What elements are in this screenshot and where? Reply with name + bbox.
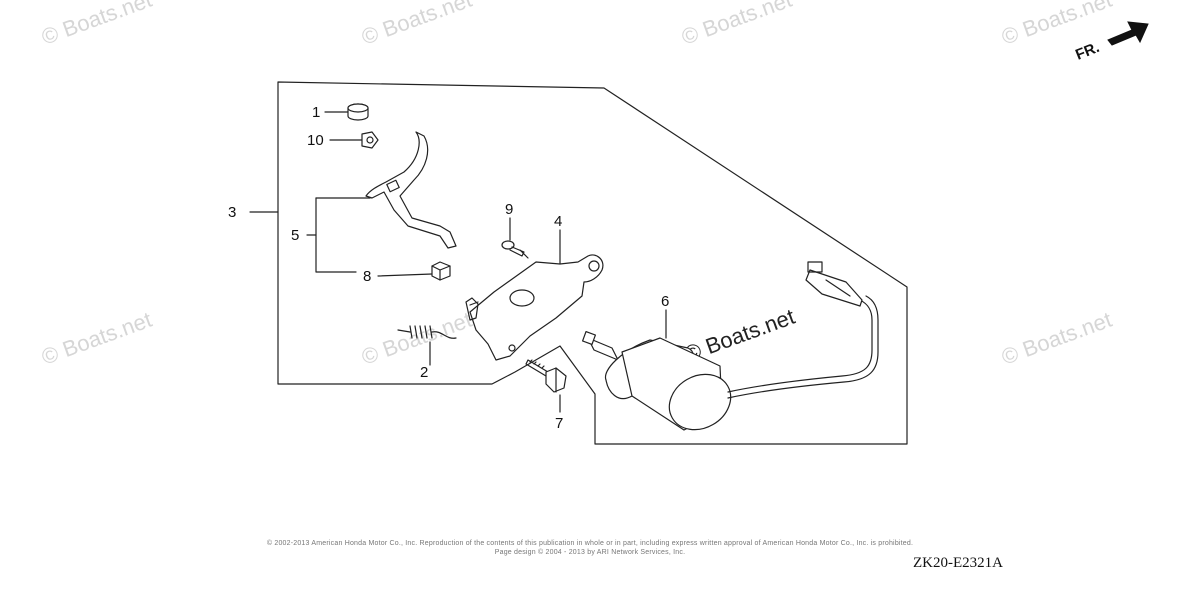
- callout-1: 1: [312, 104, 320, 121]
- part-clip: [361, 131, 379, 149]
- part-nut: [431, 261, 451, 281]
- part-screw-small: [501, 240, 525, 257]
- part-spring: [397, 325, 457, 339]
- watermark: © Boats.net: [998, 307, 1115, 370]
- diagram-code: ZK20-E2321A: [913, 555, 1003, 571]
- callout-7: 7: [555, 415, 563, 432]
- callout-4: 4: [554, 213, 562, 230]
- watermark: © Boats.net: [678, 0, 795, 50]
- part-cap: [347, 103, 369, 121]
- page-design-notice: Page design © 2004 - 2013 by ARI Network…: [494, 549, 686, 556]
- copyright-notice: © 2002-2013 American Honda Motor Co., In…: [266, 540, 914, 547]
- callout-5: 5: [291, 227, 299, 244]
- front-direction-label: FR.: [1073, 39, 1102, 64]
- assembly-outline: [249, 81, 908, 445]
- callout-labels: 1 10 3 5 8 9 4 6 2 7: [228, 104, 669, 432]
- part-bracket: [465, 254, 604, 361]
- callout-8: 8: [363, 268, 371, 285]
- watermark-group: © Boats.net © Boats.net © Boats.net © Bo…: [38, 0, 1115, 370]
- leader-lines: [306, 111, 667, 413]
- callout-10: 10: [307, 132, 324, 149]
- part-bolt: [525, 359, 567, 393]
- part-solenoid: [581, 261, 879, 431]
- watermark: © Boats.net: [38, 307, 155, 370]
- callout-3: 3: [228, 204, 236, 221]
- watermark: © Boats.net: [358, 0, 475, 50]
- front-arrow-icon: [1107, 21, 1149, 46]
- callout-6: 6: [661, 293, 669, 310]
- watermark: © Boats.net: [38, 0, 155, 50]
- callout-9: 9: [505, 201, 513, 218]
- callout-2: 2: [420, 364, 428, 381]
- watermark: © Boats.net: [998, 0, 1115, 50]
- part-lever: [365, 131, 457, 249]
- front-direction-indicator: FR.: [1073, 21, 1149, 64]
